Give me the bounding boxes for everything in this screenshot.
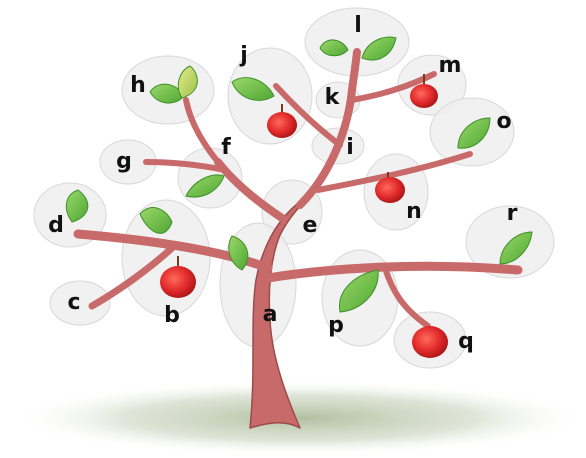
apple-icon [410,74,438,108]
branch-c [88,244,176,310]
branch-h [183,97,221,165]
branch-main-right [263,261,523,283]
branch-g [143,159,228,173]
label-k: k [324,85,340,110]
label-a: a [262,302,278,327]
apple-icon [412,326,448,358]
leaf-icon [231,77,275,101]
leaf-icon [499,231,533,265]
label-c: c [67,290,81,315]
label-f: f [221,135,231,160]
leaf-icon [319,39,349,57]
label-q: q [458,329,474,354]
region-outlines [33,7,555,369]
label-b: b [164,303,180,328]
branch-q [382,265,431,329]
apple-icon [160,256,196,298]
leaf-icon [361,36,397,61]
leaf-icon [139,207,173,234]
branch-main-left [73,229,273,273]
ground-shadow [10,380,586,456]
label-r: r [506,201,518,226]
label-e: e [302,213,318,238]
label-i: i [346,135,354,160]
label-g: g [116,149,132,174]
leaf-icon [185,174,225,198]
label-o: o [496,109,512,134]
apple-icon [267,104,297,138]
leaf-icon [177,65,198,99]
label-j: j [240,43,248,68]
label-h: h [130,73,146,98]
branch-o [315,151,473,193]
apples [160,74,448,358]
label-l: l [354,13,362,38]
label-n: n [406,199,422,224]
tree-branches [73,48,523,429]
label-p: p [328,313,344,338]
branch-j [273,83,343,148]
leaf-icon [339,269,379,313]
label-m: m [438,53,462,78]
leaf-icon [228,235,249,271]
trunk [249,189,319,429]
leaves [65,36,533,313]
leaf-icon [65,189,89,223]
leaf-icon [457,117,491,149]
region-c [49,280,111,326]
branch-m [349,71,437,103]
apple-icon [375,172,405,203]
label-d: d [48,213,64,238]
